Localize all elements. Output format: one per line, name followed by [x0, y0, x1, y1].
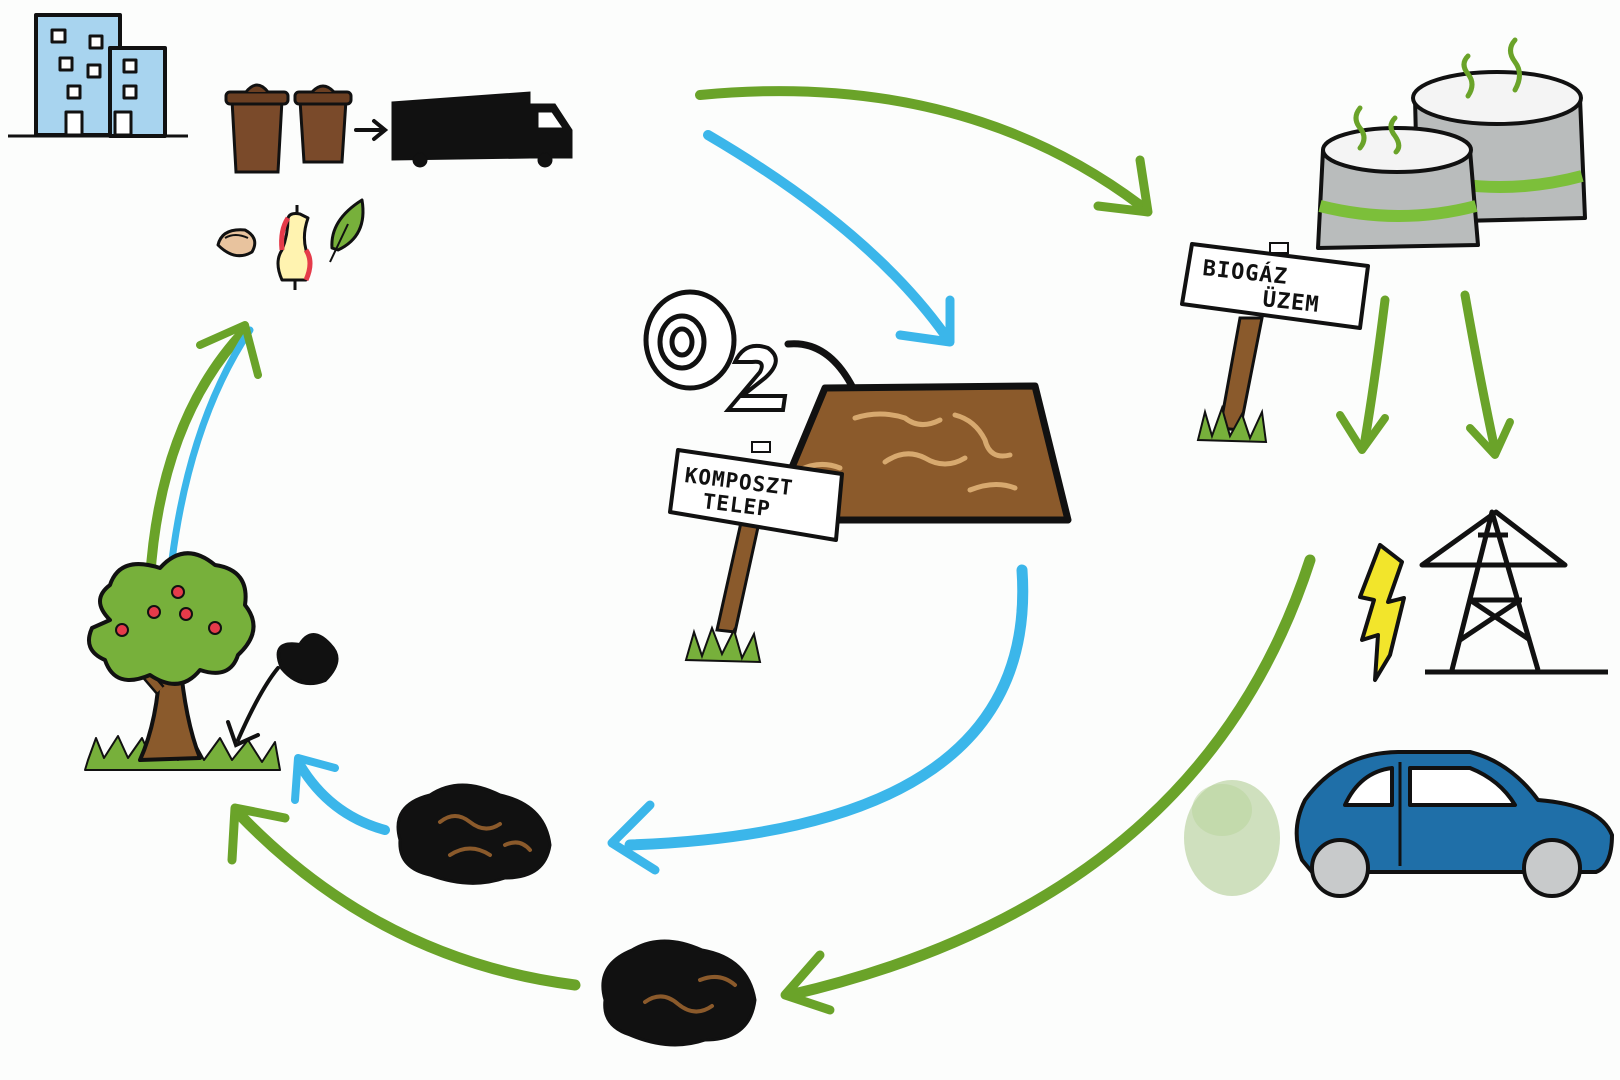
compost-site-sign: KOMPOSZT TELEP: [668, 441, 844, 664]
garbage-truck-icon: [391, 91, 573, 168]
arrow-compost-site-to-pile: [607, 564, 1029, 875]
arrow-soil-to-tree: [227, 803, 581, 991]
power-pylon-icon: [1419, 509, 1608, 675]
arrow-to-biogas-plant: [695, 86, 1153, 217]
small-arrow-icon: [354, 119, 389, 141]
car-icon: [1294, 750, 1614, 898]
brown-waste-bins-icon: [224, 83, 353, 174]
arrow-to-compost-site: [703, 130, 955, 347]
digestate-pile-icon: [601, 939, 757, 1047]
arrow-digestate-to-soil: [780, 554, 1316, 1015]
arrow-compost-to-tree: [291, 754, 390, 835]
fertilizer-toss-icon: [226, 633, 339, 748]
compost-pipe: [784, 340, 859, 396]
biogas-plant-sign: BIOGÁZ ÜZEM: [1180, 242, 1370, 444]
apple-tree-icon: [84, 551, 281, 771]
compost-pile-icon: [396, 783, 552, 885]
apartment-building-icon: [8, 13, 188, 138]
food-waste-icon: [216, 198, 365, 290]
biogas-sign-line2: ÜZEM: [1261, 286, 1320, 318]
arrow-biogas-to-electricity: [1336, 290, 1514, 459]
lightning-bolt-icon: [1358, 543, 1406, 682]
exhaust-cloud-icon: [1184, 780, 1280, 896]
arrow-tree-to-food-waste: [145, 321, 262, 585]
biogas-tanks-icon: [1316, 37, 1587, 250]
oxygen-o2-icon: O2: [643, 289, 788, 412]
